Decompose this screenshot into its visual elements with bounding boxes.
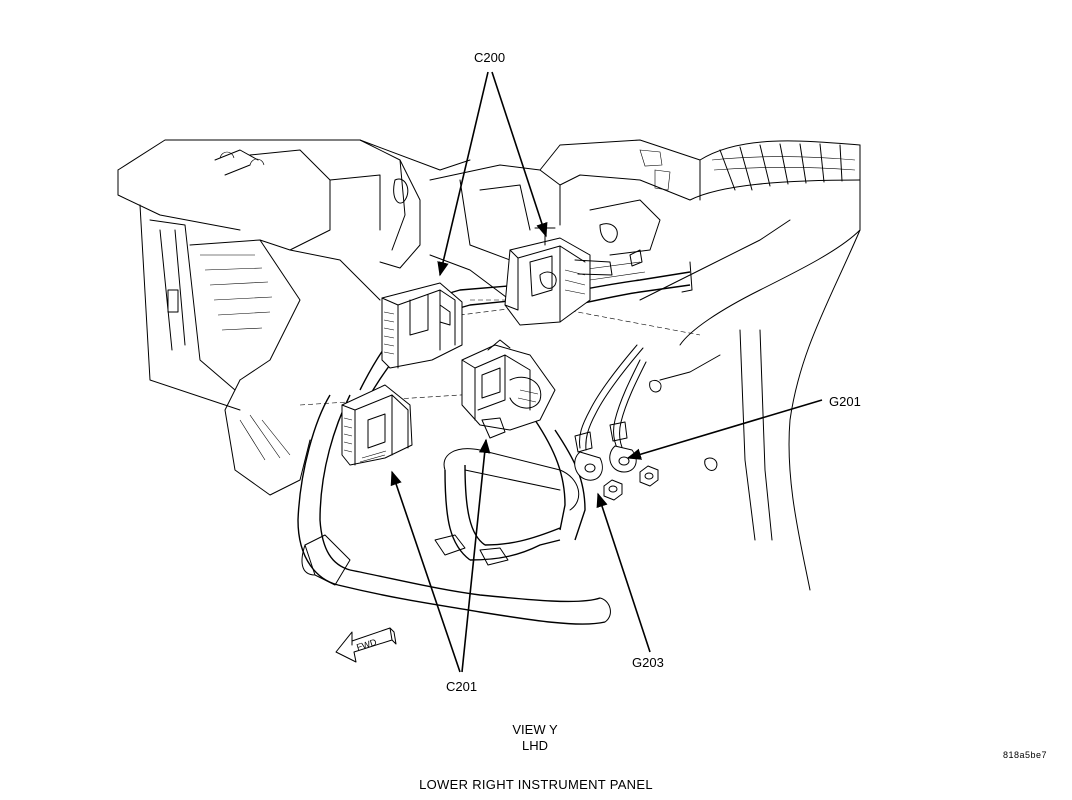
c200-connector-mounted [504, 227, 643, 326]
panel-housing-left [117, 139, 471, 496]
fwd-direction-arrow: FWD [335, 627, 397, 663]
figure-id: 818a5be7 [1003, 750, 1048, 760]
ground-wires [574, 344, 659, 501]
leader-g201 [626, 399, 823, 460]
callout-g203: G203 [632, 655, 664, 670]
figure-caption: LOWER RIGHT INSTRUMENT PANEL [419, 777, 653, 792]
view-variant: LHD [521, 738, 548, 753]
leader-c200-right [491, 71, 548, 238]
leader-c200-left [437, 71, 489, 277]
c201-connector-mounted [461, 339, 556, 439]
view-label: VIEW Y LHD [480, 722, 590, 754]
panel-center-structure [289, 139, 701, 301]
right-side-panel [639, 140, 861, 591]
leader-c201-left [390, 470, 461, 673]
c201-connector-half [341, 384, 413, 466]
ground-nut-g201 [639, 465, 659, 487]
c200-connector-half [381, 282, 463, 369]
callout-leaders [390, 71, 823, 673]
ground-nut-g203 [603, 479, 623, 501]
callout-c200: C200 [474, 50, 506, 65]
view-name: VIEW Y [512, 722, 558, 737]
lower-bracket [434, 448, 580, 566]
callout-g201: G201 [829, 394, 861, 409]
leader-c201-right [461, 438, 491, 673]
callout-c201: C201 [446, 679, 478, 694]
leader-g203 [596, 492, 651, 653]
